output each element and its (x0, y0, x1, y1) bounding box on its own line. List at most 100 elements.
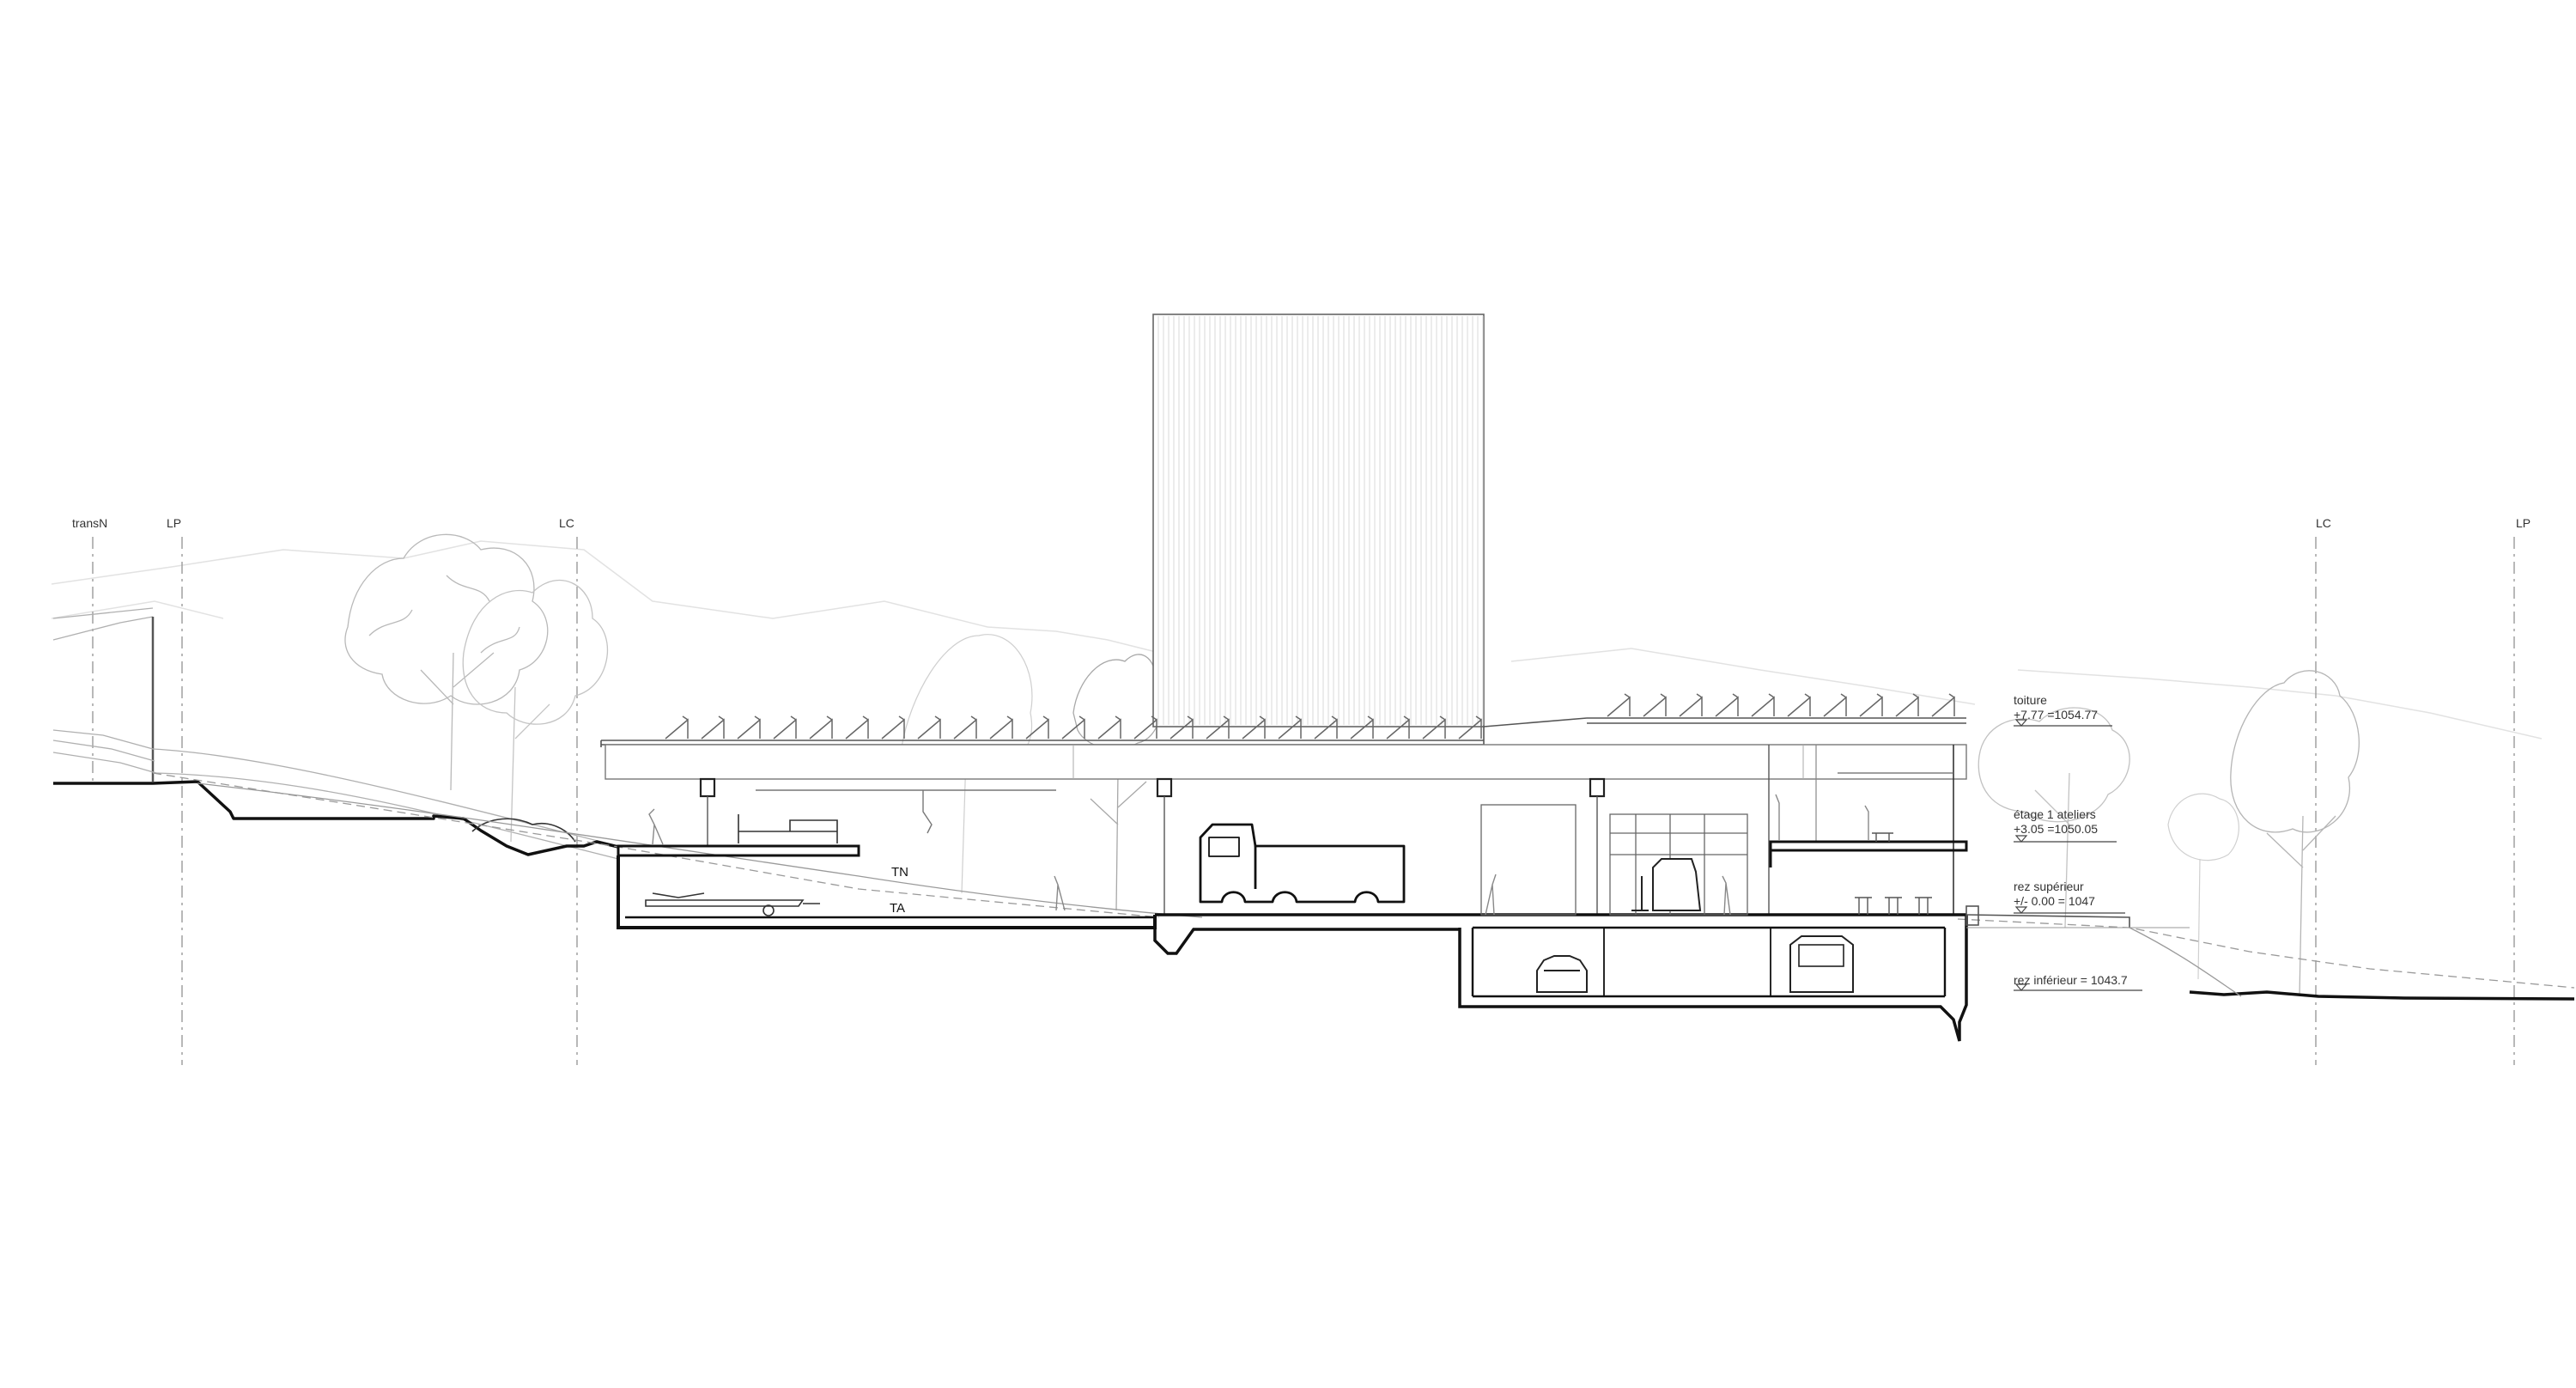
solar-shed (989, 718, 1013, 740)
level-rez-inferieur-name: rez inférieur = 1043.7 (2014, 973, 2128, 987)
solar-shed-cap (1403, 715, 1410, 721)
background-mountains (51, 540, 2543, 740)
level-rez-inferieur: rez inférieur = 1043.7 (2014, 973, 2142, 991)
right-edge-wall (1965, 905, 2190, 928)
column-1 (699, 777, 716, 798)
column-3 (1589, 777, 1606, 798)
axis-labels: transN LP LC LC LP (72, 516, 2530, 530)
solar-shed (809, 718, 833, 740)
solar-shed (1859, 696, 1883, 717)
left-mezzanine (617, 844, 860, 857)
tree-center-2 (1072, 654, 1162, 911)
solar-shed-cap (1876, 693, 1883, 698)
solar-shed-cap (1367, 715, 1374, 721)
solar-shed (701, 718, 725, 740)
level-etage1-name: étage 1 ateliers (2014, 807, 2096, 821)
axis-label-LP-right: LP (2516, 516, 2530, 530)
solar-shed-cap (1840, 693, 1847, 698)
car-silhouette-2 (1789, 935, 1854, 993)
level-etage1: étage 1 ateliers +3.05 =1050.05 (2014, 807, 2117, 843)
solar-shed (1097, 718, 1121, 740)
solar-shed (737, 718, 761, 740)
solar-shed-cap (1475, 715, 1482, 721)
terrain-label-TN: TN (891, 865, 908, 880)
level-rez-superieur: rez supérieur +/- 0.00 = 1047 (2014, 880, 2125, 914)
spoil-heap (471, 818, 576, 843)
level-toiture: toiture +7.77 =1054.77 (2014, 693, 2112, 727)
level-toiture-name: toiture (2014, 693, 2047, 707)
solar-shed-cap (1331, 715, 1338, 721)
level-rez-superieur-name: rez supérieur (2014, 880, 2084, 893)
solar-shed-cap (1151, 715, 1157, 721)
solar-shed-cap (970, 715, 977, 721)
solar-shed (1133, 718, 1157, 740)
solar-shed (1751, 696, 1775, 717)
people (648, 794, 1869, 916)
solar-shed-cap (1295, 715, 1302, 721)
workshop-floor (1769, 840, 1968, 868)
solar-shed-cap (1660, 693, 1667, 698)
solar-shed (1025, 718, 1049, 740)
solar-shed (1787, 696, 1811, 717)
solar-shed-cap (1042, 715, 1049, 721)
forklift-silhouette (1631, 858, 1702, 911)
axis-label-transN: transN (72, 516, 107, 530)
solar-shed (917, 718, 941, 740)
level-markers: toiture +7.77 =1054.77 étage 1 ateliers … (2014, 693, 2142, 991)
solar-shed-cap (934, 715, 941, 721)
adjusted-terrain-line (152, 772, 1160, 918)
solar-shed-cap (1912, 693, 1919, 698)
solar-shed (1931, 696, 1955, 717)
roof-solar-sheds-left (665, 715, 1482, 740)
solar-shed-cap (754, 715, 761, 721)
ground-line (53, 780, 2575, 1001)
columns (699, 745, 1954, 915)
solar-shed-cap (1732, 693, 1739, 698)
solar-shed (773, 718, 797, 740)
solar-shed-cap (1948, 693, 1955, 698)
railway (52, 607, 619, 860)
solar-shed (1607, 696, 1631, 717)
stools (1855, 832, 1932, 915)
column-2 (1156, 777, 1173, 798)
solar-shed-cap (682, 715, 689, 721)
solar-shed-cap (898, 715, 905, 721)
roof-solar-sheds-right (1607, 693, 1955, 717)
terrain-lines (152, 772, 2575, 997)
solar-shed (953, 718, 977, 740)
tree-right-2 (2230, 670, 2360, 997)
solar-shed-cap (1624, 693, 1631, 698)
solar-shed-cap (790, 715, 797, 721)
solar-shed-cap (1696, 693, 1703, 698)
solar-shed-cap (1006, 715, 1013, 721)
tree-left-2 (462, 579, 609, 843)
solar-shed-cap (1223, 715, 1230, 721)
solar-shed-cap (826, 715, 833, 721)
solar-shed (845, 718, 869, 740)
crane-hook (756, 789, 1056, 834)
solar-shed (1823, 696, 1847, 717)
level-toiture-value: +7.77 =1054.77 (2014, 708, 2098, 721)
solar-shed (1643, 696, 1667, 717)
solar-shed-cap (1078, 715, 1085, 721)
tower-volume (1152, 314, 1485, 727)
axis-label-LC-right: LC (2316, 516, 2331, 530)
tree-right-1 (1978, 707, 2130, 928)
roof (600, 717, 1967, 780)
car-silhouette-1 (1536, 955, 1588, 993)
solar-shed-cap (1259, 715, 1266, 721)
solar-shed-cap (1439, 715, 1446, 721)
solar-shed (881, 718, 905, 740)
mezzanine-furniture (738, 814, 838, 843)
solar-shed-cap (1115, 715, 1121, 721)
tower-cladding (1157, 316, 1484, 725)
solar-shed (1895, 696, 1919, 717)
tree-left-1 (344, 533, 549, 791)
solar-shed-cap (862, 715, 869, 721)
level-rez-superieur-value: +/- 0.00 = 1047 (2014, 894, 2095, 908)
solar-shed (1715, 696, 1739, 717)
solar-shed-cap (1768, 693, 1775, 698)
trailer-silhouette (645, 892, 820, 916)
level-etage1-value: +3.05 =1050.05 (2014, 822, 2098, 836)
